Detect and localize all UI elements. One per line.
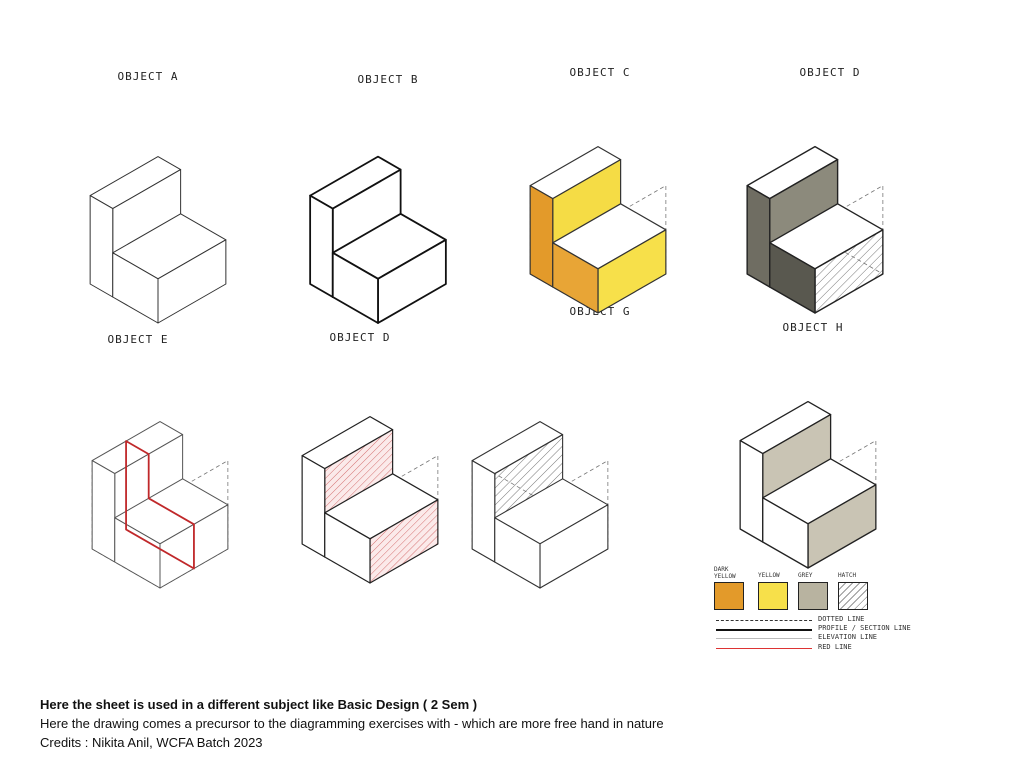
legend-red-line xyxy=(716,648,812,649)
object-c-drawing xyxy=(529,145,667,314)
legend-elevation-line xyxy=(716,638,812,639)
legend-swatch-dark-yellow xyxy=(714,582,744,610)
object-f-drawing xyxy=(301,415,439,584)
base-left-face xyxy=(112,252,159,324)
object-f-label: OBJECT D xyxy=(329,331,391,344)
object-a-label: OBJECT A xyxy=(117,70,179,83)
base-left-face xyxy=(331,251,379,324)
object-b-label: OBJECT B xyxy=(357,73,419,86)
legend-profile-label: PROFILE / SECTION LINE xyxy=(818,624,911,632)
object-h-label: OBJECT H xyxy=(782,321,844,334)
caption-line: Here the drawing comes a precursor to th… xyxy=(40,716,664,731)
legend-elevation-label: ELEVATION LINE xyxy=(818,633,878,641)
legend-dotted-label: DOTTED LINE xyxy=(818,615,865,623)
object-c-label: OBJECT C xyxy=(569,66,631,79)
object-d-drawing xyxy=(746,145,884,314)
base-left-face xyxy=(114,517,161,589)
tower-left-face xyxy=(89,195,114,298)
caption-credits: Credits : Nikita Anil, WCFA Batch 2023 xyxy=(40,735,263,750)
base-left-face xyxy=(769,242,816,314)
object-b-drawing xyxy=(309,155,447,324)
caption-title: Here the sheet is used in a different su… xyxy=(40,697,478,712)
tower-left-face xyxy=(471,460,496,563)
base-left-face xyxy=(324,512,371,584)
legend-label-yellow: YELLOW xyxy=(758,572,780,579)
object-a-drawing xyxy=(89,156,227,324)
legend-label-dark-yellow: DARK YELLOW xyxy=(714,566,736,580)
object-e-label: OBJECT E xyxy=(107,333,169,346)
red-section-line xyxy=(125,440,195,570)
legend-profile-line xyxy=(716,629,812,631)
object-g-drawing xyxy=(471,421,609,589)
tower-left-face xyxy=(746,184,771,288)
object-h-drawing xyxy=(739,400,877,569)
tower-left-face xyxy=(309,194,334,298)
legend-label-hatch: HATCH xyxy=(838,572,857,579)
tower-left-face xyxy=(529,184,554,288)
tower-left-face xyxy=(301,454,326,558)
base-left-face xyxy=(552,242,599,314)
tower-left-face xyxy=(739,439,764,543)
base-left-face xyxy=(762,497,809,569)
legend-swatch-hatch xyxy=(838,582,868,610)
legend-red-label: RED LINE xyxy=(818,643,852,651)
legend: DARK YELLOW YELLOW GREY HATCH DOTTED LIN… xyxy=(712,566,942,660)
legend-swatch-grey xyxy=(798,582,828,610)
object-e-drawing xyxy=(91,421,229,589)
legend-label-grey: GREY xyxy=(798,572,813,579)
object-d-label: OBJECT D xyxy=(799,66,861,79)
tower-left-face xyxy=(91,460,116,563)
legend-swatch-yellow xyxy=(758,582,788,610)
base-left-face xyxy=(494,517,541,589)
legend-dotted-line xyxy=(716,620,812,621)
